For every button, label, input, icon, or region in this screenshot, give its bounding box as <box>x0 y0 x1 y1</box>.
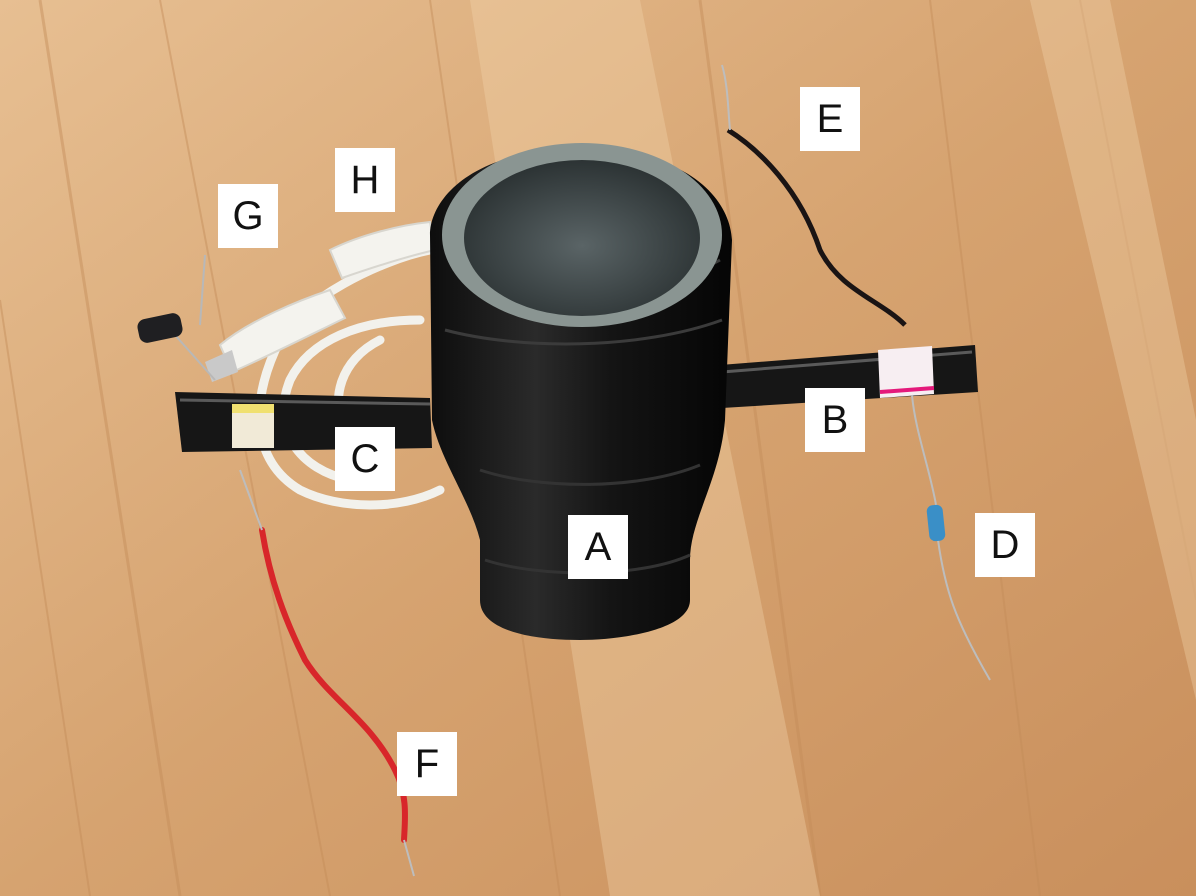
side-tube <box>175 345 978 452</box>
label-h: H <box>335 148 395 212</box>
label-b: B <box>805 388 865 452</box>
black-wire <box>726 127 907 327</box>
black-wire-lead <box>721 64 731 131</box>
label-e: E <box>800 87 860 151</box>
capacitor-component <box>137 254 216 381</box>
red-wire-lead <box>239 469 415 877</box>
resistor-component <box>911 394 991 681</box>
label-g: G <box>218 184 278 248</box>
label-a: A <box>568 515 628 579</box>
red-wire <box>259 527 408 843</box>
alligator-clip-boots <box>205 220 437 382</box>
label-d: D <box>975 513 1035 577</box>
taped-bottle <box>430 143 732 640</box>
label-f: F <box>397 732 457 796</box>
label-c: C <box>335 427 395 491</box>
